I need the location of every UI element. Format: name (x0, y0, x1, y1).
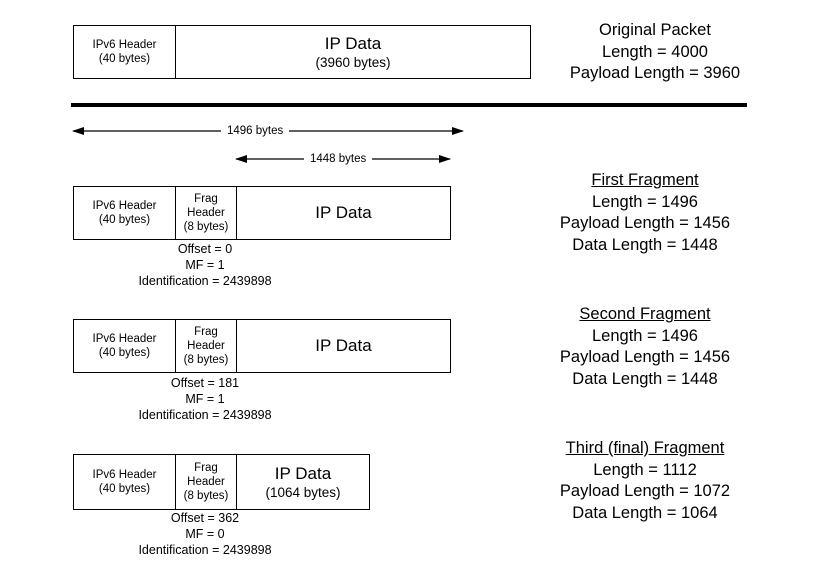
fragment-data-length: Data Length = 1448 (572, 369, 718, 388)
identification: Identification = 2439898 (138, 408, 272, 422)
data-title: IP Data (324, 33, 382, 53)
original-title: Original Packet (599, 21, 711, 39)
ipv6-header: IPv6 Header (40 bytes) (74, 187, 176, 239)
original-ip-data: IP Data (3960 bytes) (176, 26, 530, 78)
header-size: (40 bytes) (98, 53, 151, 65)
fragment-title: First Fragment (591, 171, 699, 189)
fragment-3-info: Third (final) Fragment Length = 1112 Pay… (525, 438, 765, 524)
frag-header-line1: Frag (194, 326, 218, 338)
ipv6-header-size: (40 bytes) (98, 483, 151, 495)
fragment-data-length: Data Length = 1448 (572, 235, 718, 254)
ipv6-header-size: (40 bytes) (98, 347, 151, 359)
original-length: Length = 4000 (602, 42, 708, 61)
ip-data: IP Data (237, 187, 450, 239)
fragment-length: Length = 1112 (593, 460, 697, 479)
fragment-title: Third (final) Fragment (565, 439, 725, 457)
offset: Offset = 0 (177, 242, 233, 256)
ip-data-size: (1064 bytes) (265, 484, 341, 500)
identification: Identification = 2439898 (138, 543, 272, 557)
original-packet: IPv6 Header (40 bytes) IP Data (3960 byt… (73, 25, 531, 79)
frag-header-line2: Header (187, 207, 225, 219)
fragment-length: Length = 1496 (592, 326, 698, 345)
fragment-3-fields: Offset = 362 MF = 0 Identification = 243… (105, 510, 305, 558)
fragment-1-fields: Offset = 0 MF = 1 Identification = 24398… (105, 241, 305, 289)
frag-header-size: (8 bytes) (183, 354, 229, 366)
ipv6-header: IPv6 Header (40 bytes) (74, 455, 176, 509)
ip-data: IP Data (237, 320, 450, 372)
fragment-payload-length: Payload Length = 1072 (559, 482, 731, 500)
original-ipv6-header: IPv6 Header (40 bytes) (74, 26, 176, 78)
fragment-length: Length = 1496 (592, 192, 698, 211)
section-divider (71, 103, 747, 107)
frag-header-line2: Header (187, 476, 225, 488)
data-length-label: 1448 bytes (304, 152, 373, 166)
frag-header: Frag Header (8 bytes) (176, 455, 237, 509)
fragment-payload-length: Payload Length = 1456 (559, 214, 731, 232)
offset: Offset = 362 (170, 511, 240, 525)
original-packet-info: Original Packet Length = 4000 Payload Le… (535, 20, 775, 85)
frag-header-size: (8 bytes) (183, 490, 229, 502)
ip-data-title: IP Data (274, 463, 332, 483)
frag-header: Frag Header (8 bytes) (176, 187, 237, 239)
frag-header-size: (8 bytes) (183, 221, 229, 233)
ipv6-header-size: (40 bytes) (98, 214, 151, 226)
ipv6-header-title: IPv6 Header (92, 200, 157, 212)
ipv6-header-title: IPv6 Header (92, 333, 157, 345)
mf-flag: MF = 1 (185, 392, 225, 406)
original-payload-length: Payload Length = 3960 (569, 64, 741, 82)
fragment-title: Second Fragment (579, 305, 711, 323)
offset: Offset = 181 (170, 376, 240, 390)
fragment-2-fields: Offset = 181 MF = 1 Identification = 243… (105, 375, 305, 423)
fragment-2-packet: IPv6 Header (40 bytes) Frag Header (8 by… (73, 319, 451, 373)
total-length-label: 1496 bytes (221, 124, 290, 138)
mf-flag: MF = 1 (185, 258, 225, 272)
fragment-1-packet: IPv6 Header (40 bytes) Frag Header (8 by… (73, 186, 451, 240)
header-title: IPv6 Header (92, 39, 157, 51)
ip-data-title: IP Data (315, 203, 372, 222)
frag-header-line1: Frag (194, 462, 218, 474)
ip-data: IP Data (1064 bytes) (237, 455, 369, 509)
fragment-3-packet: IPv6 Header (40 bytes) Frag Header (8 by… (73, 454, 370, 510)
identification: Identification = 2439898 (138, 274, 272, 288)
data-size: (3960 bytes) (315, 54, 391, 70)
frag-header-line1: Frag (194, 193, 218, 205)
fragment-payload-length: Payload Length = 1456 (559, 348, 731, 366)
fragment-data-length: Data Length = 1064 (572, 503, 718, 522)
ipv6-header: IPv6 Header (40 bytes) (74, 320, 176, 372)
fragment-2-info: Second Fragment Length = 1496 Payload Le… (525, 304, 765, 390)
ipv6-header-title: IPv6 Header (92, 469, 157, 481)
frag-header: Frag Header (8 bytes) (176, 320, 237, 372)
mf-flag: MF = 0 (185, 527, 225, 541)
frag-header-line2: Header (187, 340, 225, 352)
fragment-1-info: First Fragment Length = 1496 Payload Len… (525, 170, 765, 256)
ip-data-title: IP Data (315, 336, 372, 355)
